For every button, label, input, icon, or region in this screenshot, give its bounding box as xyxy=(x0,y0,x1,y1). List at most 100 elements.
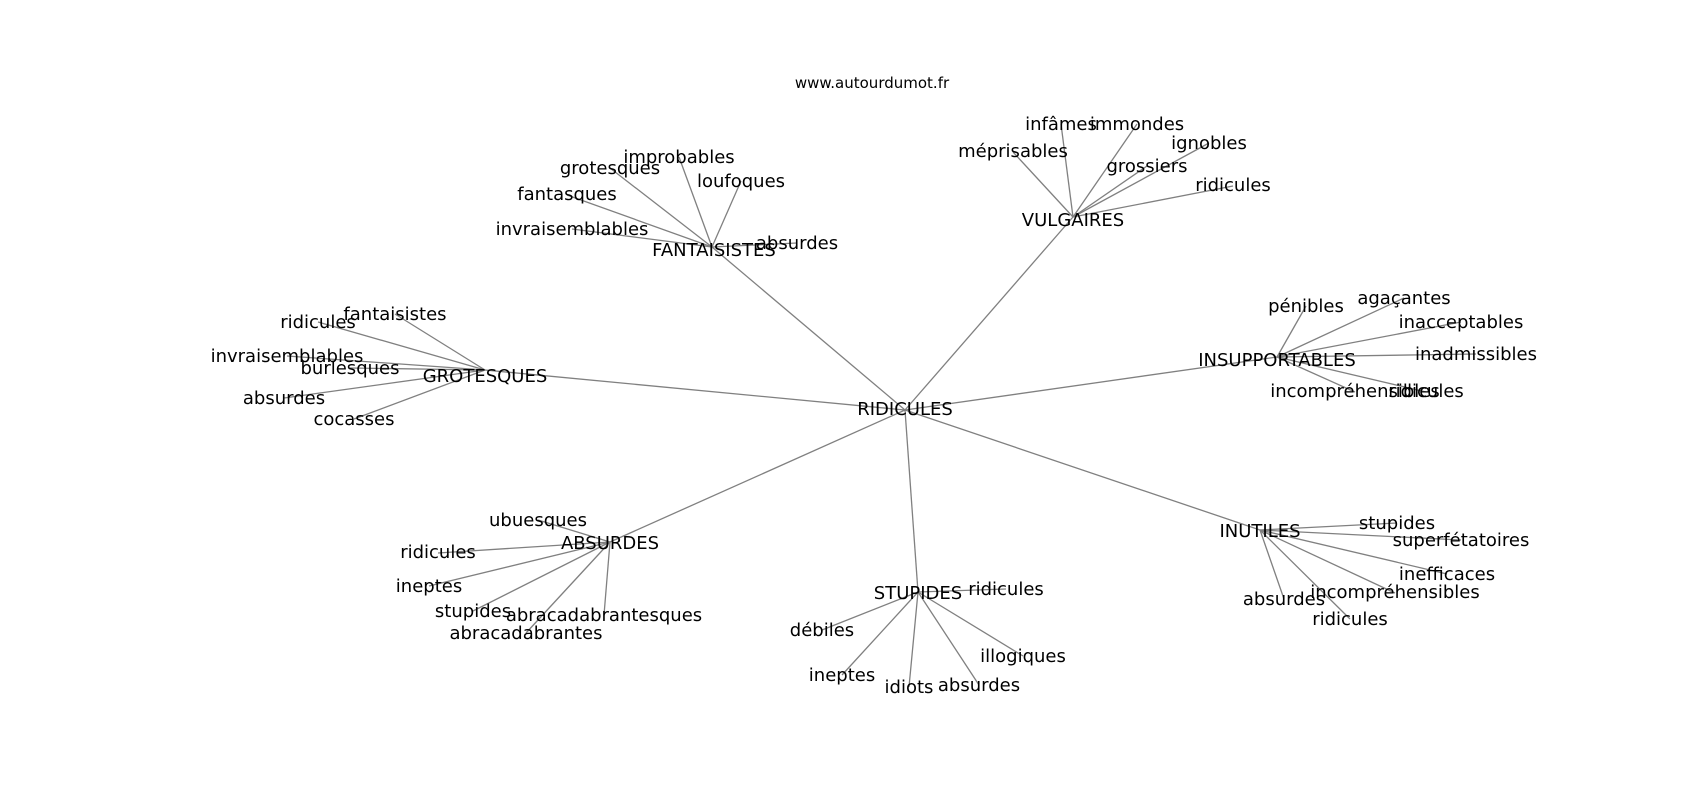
edge-hub-to-word xyxy=(711,242,798,248)
edge-hub-to-word xyxy=(1259,529,1448,575)
edge-hub-to-word xyxy=(317,321,486,371)
leaf-node-label: abracadabrantes xyxy=(449,623,602,644)
edge-hub-to-word xyxy=(571,228,713,248)
edge-hub-to-word xyxy=(1072,123,1138,218)
leaf-node-label: grotesques xyxy=(560,158,660,179)
edge-hub-to-word xyxy=(1276,356,1356,393)
leaf-node-label: invraisemblables xyxy=(211,346,364,367)
edge-center-to-hub xyxy=(904,216,1074,411)
leaf-node-label: agaçantes xyxy=(1357,288,1450,309)
edge-hub-to-word xyxy=(917,588,1007,593)
edge-hub-to-word xyxy=(917,591,1024,657)
edge-hub-to-word xyxy=(472,541,611,612)
edge-center-to-hub xyxy=(609,409,906,543)
leaf-node-label: ridicules xyxy=(1388,381,1464,402)
edge-hub-to-word xyxy=(1259,529,1351,620)
leaf-node-label: infâmes xyxy=(1025,114,1097,135)
leaf-node-label: improbables xyxy=(623,147,734,168)
leaf-node-label: ridicules xyxy=(280,312,356,333)
edge-center-to-hub xyxy=(904,409,1261,531)
source-watermark: www.autourdumot.fr xyxy=(795,74,950,92)
leaf-node-label: ridicules xyxy=(1195,175,1271,196)
edge-hub-to-word xyxy=(437,541,611,554)
leaf-node-label: absurdes xyxy=(243,388,325,409)
edge-hub-to-word xyxy=(1276,297,1405,358)
hub-node-label: ABSURDES xyxy=(561,533,659,554)
hub-node-label: GROTESQUES xyxy=(423,366,548,387)
hub-node-label: INUTILES xyxy=(1219,521,1300,542)
leaf-node-label: ineptes xyxy=(396,576,462,597)
edge-hub-to-word xyxy=(1276,353,1477,358)
edge-center-to-hub xyxy=(904,356,1278,411)
edge-hub-to-word xyxy=(678,156,713,248)
leaf-node-label: loufoques xyxy=(697,171,785,192)
leaf-node-label: ridicules xyxy=(400,542,476,563)
edge-hub-to-word xyxy=(1259,529,1396,594)
leaf-node-label: ridicules xyxy=(1312,609,1388,630)
edge-hub-to-word xyxy=(537,519,611,543)
leaf-node-label: grossiers xyxy=(1106,156,1187,177)
edge-hub-to-word xyxy=(1259,529,1285,600)
hub-node-label: INSUPPORTABLES xyxy=(1198,350,1356,371)
leaf-node-label: idiots xyxy=(885,677,934,698)
edge-hub-to-word xyxy=(711,180,742,248)
edge-hub-to-word xyxy=(349,367,486,371)
edge-hub-to-word xyxy=(566,194,713,248)
leaf-node-label: illogiques xyxy=(980,646,1066,667)
leaf-node-label: inefficaces xyxy=(1399,564,1495,585)
edge-hub-to-word xyxy=(428,541,611,587)
edge-hub-to-word xyxy=(1276,356,1427,393)
leaf-node-label: méprisables xyxy=(958,141,1068,162)
edge-center-to-hub xyxy=(711,246,906,411)
center-node-label: RIDICULES xyxy=(857,399,953,420)
leaf-node-label: ignobles xyxy=(1171,133,1247,154)
edge-hub-to-word xyxy=(1072,142,1210,218)
leaf-node-label: ineptes xyxy=(809,665,875,686)
edge-hub-to-word xyxy=(394,313,486,371)
leaf-node-label: débiles xyxy=(790,620,854,641)
edge-hub-to-word xyxy=(821,591,919,631)
leaf-node-label: invraisemblables xyxy=(496,219,649,240)
leaf-node-label: ridicules xyxy=(968,579,1044,600)
edge-center-to-hub xyxy=(484,369,906,411)
leaf-node-label: inacceptables xyxy=(1399,312,1524,333)
leaf-node-label: stupides xyxy=(435,601,511,622)
edge-hub-to-word xyxy=(353,369,486,420)
leaf-node-label: fantaisistes xyxy=(343,304,446,325)
edge-hub-to-word xyxy=(1072,185,1234,218)
edge-hub-to-word xyxy=(283,369,486,399)
edge-hub-to-word xyxy=(1276,305,1307,358)
edge-hub-to-word xyxy=(525,541,611,634)
leaf-node-label: superfétatoires xyxy=(1393,530,1530,551)
leaf-node-label: incompréhensibles xyxy=(1270,381,1440,402)
leaf-node-label: absurdes xyxy=(1243,589,1325,610)
hub-node-label: VULGAIRES xyxy=(1022,210,1124,231)
leaf-node-label: stupides xyxy=(1359,513,1435,534)
hub-node-label: FANTAISISTES xyxy=(652,240,776,261)
hub-node-label: STUPIDES xyxy=(874,583,962,604)
leaf-node-label: pénibles xyxy=(1268,296,1344,317)
edge-hub-to-word xyxy=(1259,529,1462,541)
leaf-node-label: absurdes xyxy=(756,233,838,254)
edge-hub-to-word xyxy=(917,591,980,686)
leaf-node-label: incompréhensibles xyxy=(1310,582,1480,603)
edge-hub-to-word xyxy=(609,167,713,248)
leaf-node-label: fantasques xyxy=(517,184,617,205)
leaf-node-label: burlesques xyxy=(301,358,400,379)
graph-edges xyxy=(283,123,1477,688)
edge-hub-to-word xyxy=(1060,123,1074,218)
edge-hub-to-word xyxy=(1276,321,1462,358)
leaf-node-label: absurdes xyxy=(938,675,1020,696)
edge-hub-to-word xyxy=(1012,151,1074,218)
leaf-node-label: inadmissibles xyxy=(1415,344,1537,365)
leaf-node-label: immondes xyxy=(1090,114,1184,135)
edge-hub-to-word xyxy=(603,541,611,616)
edge-hub-to-word xyxy=(1072,165,1148,218)
edge-hub-to-word xyxy=(286,355,486,371)
edge-hub-to-word xyxy=(908,591,919,688)
leaf-node-label: ubuesques xyxy=(489,510,587,531)
leaf-node-label: cocasses xyxy=(313,409,394,430)
edge-hub-to-word xyxy=(1259,522,1398,531)
edge-hub-to-word xyxy=(841,591,919,676)
